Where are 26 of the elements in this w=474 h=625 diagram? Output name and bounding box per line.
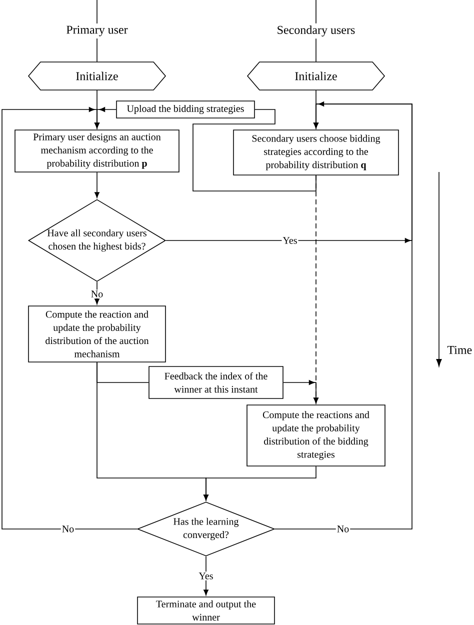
direction-label: Time bbox=[447, 346, 472, 354]
connector-line bbox=[96, 38, 98, 62]
edge-label: No bbox=[60, 524, 76, 534]
lane-heading: Secondary users bbox=[278, 26, 355, 36]
arrow bbox=[94, 282, 100, 304]
process-box: Compute the reaction and update the probability distribution of the auction mechanism bbox=[28, 306, 166, 362]
arrow bbox=[314, 90, 318, 128]
arrow bbox=[94, 172, 100, 198]
arrow bbox=[2, 107, 138, 530]
arrow bbox=[94, 90, 100, 128]
edge-label: No bbox=[90, 290, 104, 298]
edge-label: Yes bbox=[198, 572, 214, 580]
arrow bbox=[274, 102, 412, 530]
process-box: Terminate and output the winner bbox=[137, 596, 275, 624]
process-box: Secondary users choose bidding strategies according to the probability distribution q bbox=[233, 130, 399, 176]
process-box: Primary user designs an auction mechanism according to the probability distribution p bbox=[14, 130, 180, 172]
connector-line bbox=[192, 109, 316, 192]
process-box: Upload the bidding strategies bbox=[116, 100, 255, 118]
arrow bbox=[283, 380, 318, 404]
process-box: Feedback the index of the winner at this instant bbox=[148, 366, 284, 399]
lane-heading: Primary user bbox=[66, 26, 128, 36]
arrow bbox=[204, 556, 208, 596]
process-box: Compute the reactions and update the probability distribution of the bidding strategies bbox=[246, 404, 386, 466]
edge-label: Yes bbox=[282, 236, 298, 245]
arrow bbox=[204, 466, 316, 500]
edge-label: No bbox=[336, 524, 350, 534]
